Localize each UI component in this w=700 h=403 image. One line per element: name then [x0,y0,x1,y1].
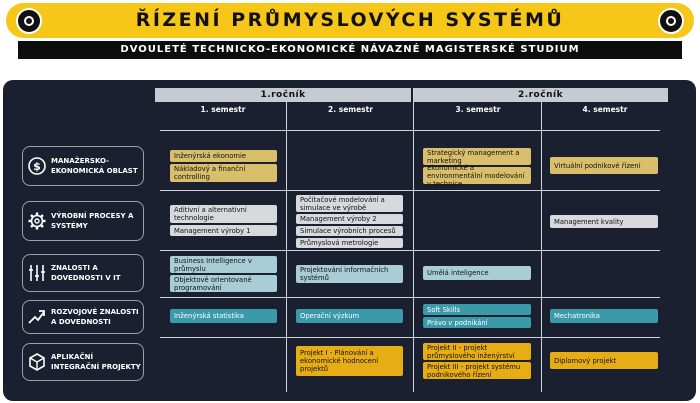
course-box: Management kvality [550,215,658,228]
faculty-logo-icon [658,8,684,34]
course-box: Business Intelligence v průmyslu [170,256,277,273]
row-header-projects: APLIKAČNÍ INTEGRAČNÍ PROJEKTY [22,343,144,381]
semester-header-4: 4. semestr [582,105,628,114]
course-box: Strategický management a marketing [423,148,531,165]
course-box: Mechatronika [550,309,658,323]
course-box: Ekonomické a environmentální modelování … [423,164,531,188]
row-header-it: ZNALOSTI A DOVEDNOSTI V IT [22,254,144,292]
sliders-icon [27,263,47,283]
course-box: Virtuální podnikové řízení [550,157,658,174]
course-box: Aditivní a alternativní technologie [170,205,277,223]
project-cube-icon [27,352,47,372]
gear-icon [27,211,47,231]
semester-header-2: 2. semestr [328,105,373,114]
row-header-management: $ MANAŽERSKO-EKONOMICKÁ OBLAST [22,146,144,186]
course-box: Inženýrská ekonomie [170,150,277,162]
course-box: Počítačové modelování a simulace ve výro… [296,195,403,212]
course-box: Nákladový a finanční controlling [170,164,277,182]
course-box: Objektově orientované programování [170,275,277,292]
row-label: VÝROBNÍ PROCESY A SYSTÉMY [51,212,134,230]
course-box: Projekt II - projekt průmyslového inžený… [423,343,531,360]
row-label: MANAŽERSKO-EKONOMICKÁ OBLAST [51,157,138,175]
year-header-2: 2.ročník [413,88,668,102]
subtitle-bar: DVOULETÉ TECHNICKO-EKONOMICKÉ NÁVAZNÉ MA… [18,41,682,59]
course-box: Umělá inteligence [423,266,531,280]
grid-divider [286,102,287,392]
grid-divider [160,250,660,251]
course-box: Management výroby 2 [296,214,403,224]
grid-divider [160,190,660,191]
row-header-production: VÝROBNÍ PROCESY A SYSTÉMY [22,201,144,241]
university-logo-icon [16,8,42,34]
course-box: Právo v podnikání [423,317,531,328]
grid-divider [413,88,414,392]
page-title: ŘÍZENÍ PRŮMYSLOVÝCH SYSTÉMŮ [135,9,565,31]
row-label: ROZVOJOVÉ ZNALOSTI A DOVEDNOSTI [51,308,139,326]
svg-text:$: $ [33,160,41,173]
semester-header-3: 3. semestr [455,105,501,114]
grid-divider [160,337,660,338]
dollar-coin-icon: $ [27,156,47,176]
page-subtitle: DVOULETÉ TECHNICKO-EKONOMICKÉ NÁVAZNÉ MA… [120,44,580,55]
row-header-development: ROZVOJOVÉ ZNALOSTI A DOVEDNOSTI [22,300,144,334]
grid-divider [160,297,660,298]
course-box: Soft Skills [423,304,531,315]
title-bar: ŘÍZENÍ PRŮMYSLOVÝCH SYSTÉMŮ [6,3,694,38]
row-label: APLIKAČNÍ INTEGRAČNÍ PROJEKTY [51,353,141,371]
course-box: Inženýrská statistika [170,309,277,323]
course-box: Simulace výrobních procesů [296,226,403,236]
grid-divider [541,102,542,392]
course-box: Diplomový projekt [550,352,658,369]
course-box: Projekt III - projekt systému podnikovéh… [423,362,531,379]
year-header-1: 1.ročník [155,88,411,102]
course-box: Management výroby 1 [170,225,277,236]
semester-header-1: 1. semestr [200,105,246,114]
course-box: Projektování informačních systémů [296,265,403,283]
grid-divider [160,130,660,131]
trend-arrow-icon [27,307,47,327]
course-box: Projekt I - Plánování a ekonomické hodno… [296,346,403,376]
course-box: Operační výzkum [296,309,403,323]
row-label: ZNALOSTI A DOVEDNOSTI V IT [51,264,121,282]
course-box: Průmyslová metrologie [296,238,403,248]
